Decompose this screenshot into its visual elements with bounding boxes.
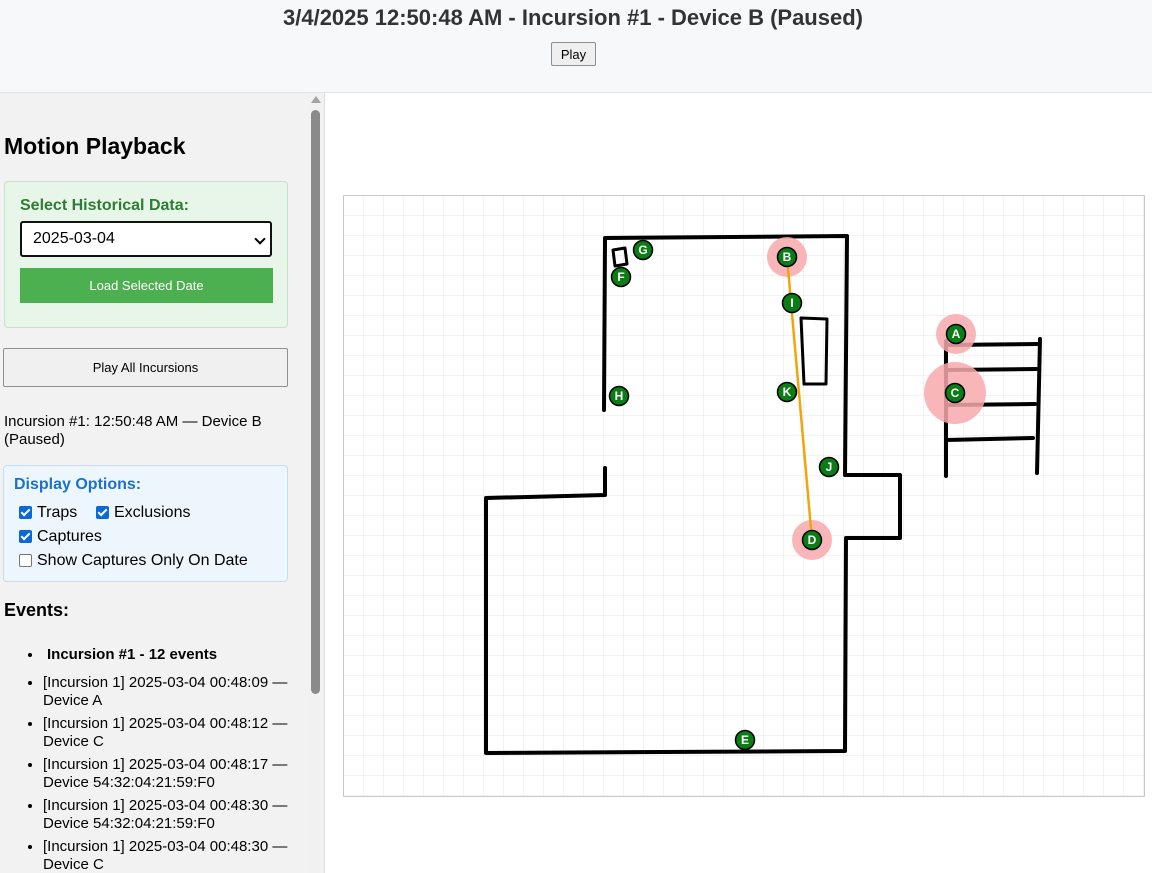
device-label: C xyxy=(951,386,960,400)
device-marker-b[interactable]: B xyxy=(776,246,798,268)
playback-title: 3/4/2025 12:50:48 AM - Incursion #1 - De… xyxy=(283,5,863,30)
device-label: E xyxy=(741,733,749,747)
play-all-incursions-button[interactable]: Play All Incursions xyxy=(3,348,288,387)
sidebar-scrollbar[interactable] xyxy=(308,93,325,873)
device-marker-a[interactable]: A xyxy=(945,323,967,345)
device-label: D xyxy=(808,533,817,547)
historical-data-panel: Select Historical Data: 2025-03-04 Load … xyxy=(4,181,288,328)
device-label: B xyxy=(783,250,792,264)
device-label: G xyxy=(638,243,647,257)
chevron-down-icon xyxy=(254,233,266,245)
device-marker-f[interactable]: F xyxy=(610,266,632,288)
device-label: I xyxy=(790,296,793,310)
device-marker-g[interactable]: G xyxy=(632,239,654,261)
small-fixture-outline xyxy=(611,246,629,268)
device-label: J xyxy=(826,460,833,474)
date-select-value: 2025-03-04 xyxy=(33,230,115,247)
device-dot[interactable] xyxy=(944,382,966,404)
device-marker-i[interactable]: I xyxy=(781,292,803,314)
shelf-post-right xyxy=(1035,337,1042,475)
captures-only-option[interactable]: Show Captures Only On Date xyxy=(19,552,248,570)
captures-label: Captures xyxy=(37,528,102,545)
traps-checkbox[interactable] xyxy=(19,506,32,519)
exclusions-label: Exclusions xyxy=(114,504,191,521)
captures-only-label: Show Captures Only On Date xyxy=(37,552,248,569)
display-options-panel: Display Options: Traps Exclusions Captur… xyxy=(3,465,288,582)
device-label: F xyxy=(617,270,624,284)
device-label: K xyxy=(783,385,792,399)
events-title: Events: xyxy=(4,600,70,620)
device-dot[interactable] xyxy=(608,385,630,407)
load-date-button[interactable]: Load Selected Date xyxy=(20,268,273,303)
traps-label: Traps xyxy=(37,504,78,521)
device-dot[interactable] xyxy=(776,246,798,268)
exclusions-checkbox[interactable] xyxy=(96,506,109,519)
exclusions-option[interactable]: Exclusions xyxy=(96,504,190,522)
device-marker-c[interactable]: C xyxy=(944,382,966,404)
event-item[interactable]: [Incursion 1] 2025-03-04 00:48:30 — Devi… xyxy=(43,838,308,873)
playback-status: Incursion #1: 12:50:48 AM — Device B (Pa… xyxy=(4,413,262,448)
device-dot[interactable] xyxy=(734,729,756,751)
device-dot[interactable] xyxy=(632,239,654,261)
shelf-line xyxy=(944,436,1035,442)
device-dot[interactable] xyxy=(818,456,840,478)
map-canvas-border xyxy=(343,195,1145,797)
device-marker-e[interactable]: E xyxy=(734,729,756,751)
counter-outline xyxy=(799,316,829,386)
device-marker-h[interactable]: H xyxy=(608,385,630,407)
device-dot[interactable] xyxy=(781,292,803,314)
device-dot[interactable] xyxy=(610,266,632,288)
captures-checkbox[interactable] xyxy=(19,530,32,543)
device-dot[interactable] xyxy=(776,381,798,403)
play-button[interactable]: Play xyxy=(551,42,596,66)
captures-only-checkbox[interactable] xyxy=(19,554,32,567)
incursion-group-header[interactable]: Incursion #1 - 12 events xyxy=(43,646,308,664)
event-list: Incursion #1 - 12 events [Incursion 1] 2… xyxy=(0,646,308,873)
main-room-wall xyxy=(484,234,902,755)
historical-data-label: Select Historical Data: xyxy=(20,197,189,214)
scroll-up-arrow-icon[interactable] xyxy=(311,96,321,103)
event-item[interactable]: [Incursion 1] 2025-03-04 00:48:30 — Devi… xyxy=(43,797,308,833)
device-label: H xyxy=(615,389,624,403)
device-dot[interactable] xyxy=(945,323,967,345)
sidebar: Motion Playback Select Historical Data: … xyxy=(0,93,308,873)
sidebar-title: Motion Playback xyxy=(4,133,186,159)
device-marker-j[interactable]: J xyxy=(818,456,840,478)
device-markers: A B C D E FG H I J K xyxy=(608,239,967,751)
header-bar: 3/4/2025 12:50:48 AM - Incursion #1 - De… xyxy=(0,0,1152,93)
device-label: A xyxy=(952,327,961,341)
device-marker-d[interactable]: D xyxy=(801,529,823,551)
display-options-label: Display Options: xyxy=(14,476,142,493)
device-marker-k[interactable]: K xyxy=(776,381,798,403)
date-select[interactable]: 2025-03-04 xyxy=(20,221,272,257)
scrollbar-thumb[interactable] xyxy=(311,110,320,694)
traps-option[interactable]: Traps xyxy=(19,504,77,522)
event-item[interactable]: [Incursion 1] 2025-03-04 00:48:17 — Devi… xyxy=(43,756,308,792)
floor-plan-map[interactable]: A B C D E FG H I J K xyxy=(325,93,1152,873)
captures-option[interactable]: Captures xyxy=(19,528,102,546)
event-item[interactable]: [Incursion 1] 2025-03-04 00:48:09 — Devi… xyxy=(43,674,308,710)
event-item[interactable]: [Incursion 1] 2025-03-04 00:48:12 — Devi… xyxy=(43,715,308,751)
device-dot[interactable] xyxy=(801,529,823,551)
